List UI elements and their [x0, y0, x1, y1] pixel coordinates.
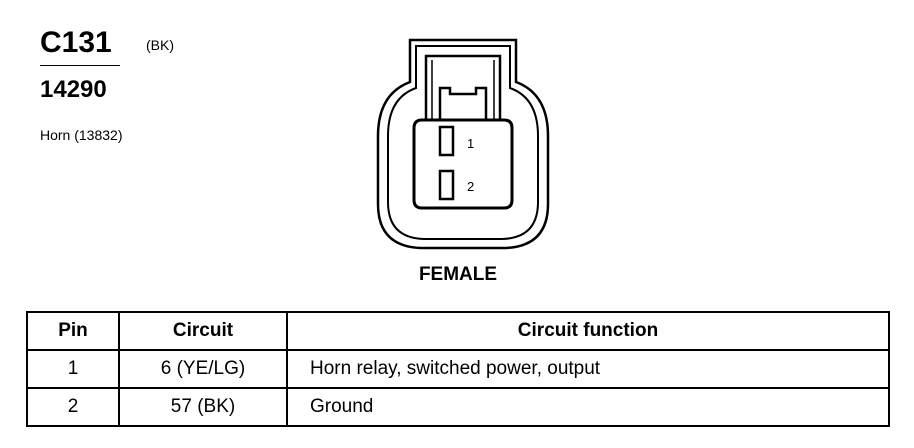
table-header-row: Pin Circuit Circuit function [26, 311, 890, 351]
cell-circuit-function: Ground [286, 387, 890, 427]
housing-inner-outline [387, 45, 539, 240]
connector-face-diagram: 1 2 [376, 38, 550, 250]
locking-tab [424, 54, 502, 122]
title-rule [40, 65, 120, 66]
pin-cavity-2 [438, 169, 455, 201]
cell-circuit: 6 (YE/LG) [118, 349, 288, 389]
pin-cavity-1 [438, 125, 455, 157]
component-name: Horn (13832) [40, 127, 123, 143]
part-number: 14290 [40, 76, 107, 103]
table-row: 2 57 (BK) Ground [26, 387, 890, 427]
connector-view-label: FEMALE [418, 264, 498, 285]
pin-label-1: 1 [467, 136, 474, 151]
header-circuit-function: Circuit function [286, 311, 890, 351]
connector-id: C131 [40, 26, 112, 59]
table-row: 1 6 (YE/LG) Horn relay, switched power, … [26, 349, 890, 389]
cell-circuit: 57 (BK) [118, 387, 288, 427]
cell-circuit-function: Horn relay, switched power, output [286, 349, 890, 389]
housing-outer-outline [376, 38, 550, 250]
cell-pin: 2 [26, 387, 120, 427]
cell-pin: 1 [26, 349, 120, 389]
pin-label-2: 2 [467, 179, 474, 194]
connector-color-code: (BK) [146, 37, 174, 53]
header-pin: Pin [26, 311, 120, 351]
pinout-table: Pin Circuit Circuit function 1 6 (YE/LG)… [26, 311, 890, 427]
header-circuit: Circuit [118, 311, 288, 351]
terminal-block [412, 118, 514, 210]
